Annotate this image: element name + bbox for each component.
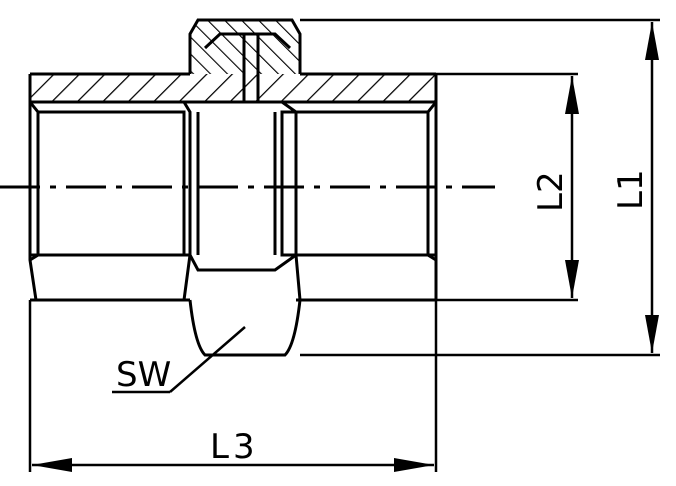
hex-left-edge (182, 101, 192, 301)
top-wall-hatch (30, 74, 436, 102)
arrowheads (32, 22, 659, 472)
l2-label: L2 (531, 171, 571, 212)
nipple-outline (188, 18, 302, 74)
hex-bottom-curve (188, 299, 302, 357)
l3-arrow-left (32, 458, 72, 472)
l1-arrow-bottom (645, 315, 659, 353)
right-bore (280, 110, 430, 257)
dimensions (28, 18, 660, 472)
l1-label: L1 (611, 169, 651, 210)
left-bore (36, 110, 186, 257)
plug-cone (203, 32, 292, 50)
l2-arrow-top (565, 76, 579, 114)
hex-right-edge (281, 100, 302, 301)
l3-arrow-right (394, 458, 434, 472)
section-hatching (30, 20, 436, 102)
l3-label: L3 (210, 427, 259, 467)
sw-label: SW (116, 355, 171, 395)
l2-arrow-bottom (565, 260, 579, 298)
sw-leader (169, 326, 246, 393)
l1-arrow-top (645, 22, 659, 60)
hex-bottom (188, 253, 297, 272)
